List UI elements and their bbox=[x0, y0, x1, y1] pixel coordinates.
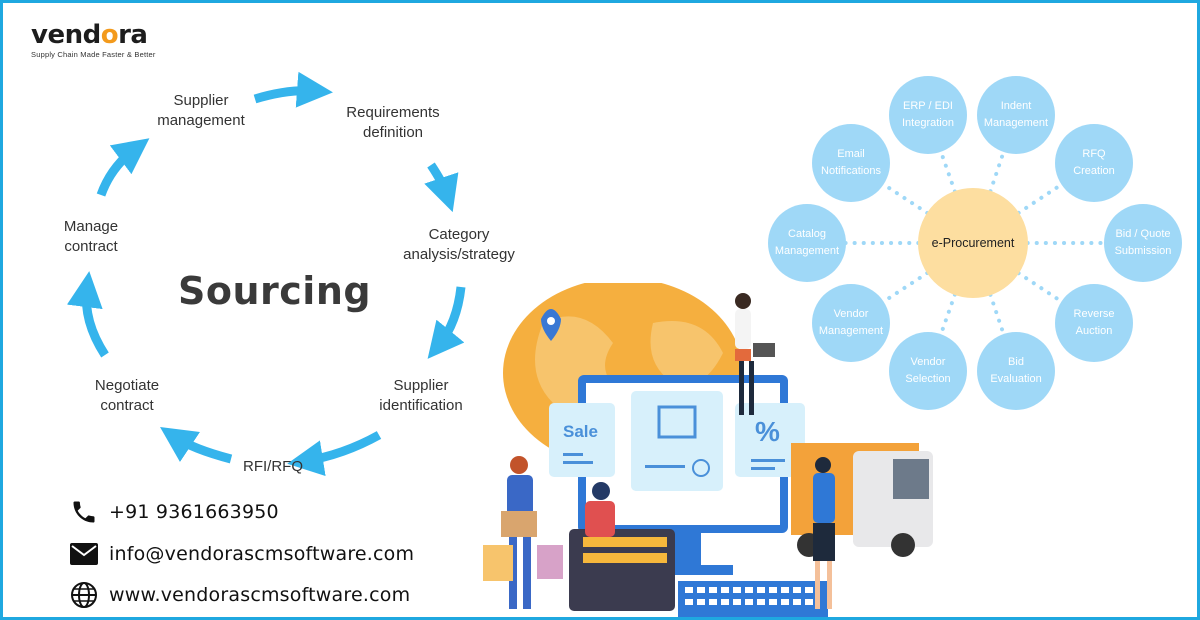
screen-card-sale: Sale bbox=[563, 422, 598, 441]
ep-node-bid-evaluation: Bid Evaluation bbox=[977, 332, 1055, 410]
contact-phone[interactable]: +91 9361663950 bbox=[69, 497, 279, 527]
cycle-arrow-1 bbox=[253, 71, 333, 108]
cycle-arrow-3 bbox=[427, 286, 466, 359]
cycle-step-supplier-identification: Supplier identification bbox=[379, 377, 463, 414]
website-url: www.vendorascmsoftware.com bbox=[109, 584, 411, 606]
brand-logo-o: o bbox=[100, 20, 119, 50]
monitor-illustration: Sale % bbox=[549, 375, 805, 575]
person-woman-clipboard bbox=[813, 457, 835, 609]
ep-node-bid-quote: Bid / Quote Submission bbox=[1104, 204, 1182, 282]
ep-node-email: Email Notifications bbox=[812, 124, 890, 202]
cycle-step-manage-contract: Manage contract bbox=[63, 218, 119, 255]
phone-icon bbox=[69, 497, 99, 527]
shopping-bags-illustration bbox=[483, 545, 563, 581]
truck-illustration bbox=[791, 443, 933, 557]
cycle-arrow-2 bbox=[424, 162, 459, 213]
contact-website[interactable]: www.vendorascmsoftware.com bbox=[69, 580, 410, 610]
screen-card-percent: % bbox=[755, 416, 780, 447]
brand-wordmark: vendora bbox=[31, 20, 148, 50]
cycle-arrow-4 bbox=[287, 431, 382, 476]
cycle-arrow-7 bbox=[96, 138, 150, 197]
cycle-step-category-analysis: Category analysis/strategy bbox=[403, 226, 515, 263]
cycle-step-negotiate-contract: Negotiate contract bbox=[94, 377, 160, 414]
procurement-illustration: Sale % bbox=[483, 283, 933, 617]
mail-icon bbox=[69, 539, 99, 569]
cycle-step-rfi-rfq: RFI/RFQ bbox=[243, 458, 303, 475]
brand-tagline: Supply Chain Made Faster & Better bbox=[31, 50, 156, 59]
ep-node-reverse-auction: Reverse Auction bbox=[1055, 284, 1133, 362]
cycle-step-supplier-management: Supplier management bbox=[157, 92, 245, 129]
ep-node-vendor-selection: Vendor Selection bbox=[889, 332, 967, 410]
cycle-arrow-6 bbox=[66, 271, 109, 358]
person-man-card bbox=[585, 482, 615, 537]
ep-node-indent: Indent Management bbox=[977, 76, 1055, 154]
contact-email[interactable]: info@vendorascmsoftware.com bbox=[69, 539, 414, 569]
person-man-box bbox=[501, 456, 537, 609]
ep-node-catalog: Catalog Management bbox=[768, 204, 846, 282]
keyboard-illustration bbox=[678, 581, 828, 617]
ep-node-rfq: RFQ Creation bbox=[1055, 124, 1133, 202]
cycle-step-requirements-definition: Requirements definition bbox=[346, 104, 440, 141]
credit-card-illustration bbox=[569, 529, 675, 611]
person-woman-laptop bbox=[735, 293, 775, 415]
ep-node-vendor-management: Vendor Management bbox=[812, 284, 890, 362]
brand-logo[interactable]: vendora Supply Chain Made Faster & Bette… bbox=[31, 21, 156, 59]
sourcing-title: Sourcing bbox=[178, 269, 372, 313]
ep-node-erp-edi: ERP / EDI Integration bbox=[889, 76, 967, 154]
phone-number: +91 9361663950 bbox=[109, 501, 279, 523]
location-pin-icon bbox=[541, 309, 561, 341]
sourcing-cycle-arrows bbox=[66, 71, 466, 476]
globe-icon bbox=[69, 580, 99, 610]
eprocurement-hub: e-Procurement bbox=[918, 188, 1028, 298]
email-address: info@vendorascmsoftware.com bbox=[109, 543, 415, 565]
cycle-arrow-5 bbox=[160, 427, 233, 464]
